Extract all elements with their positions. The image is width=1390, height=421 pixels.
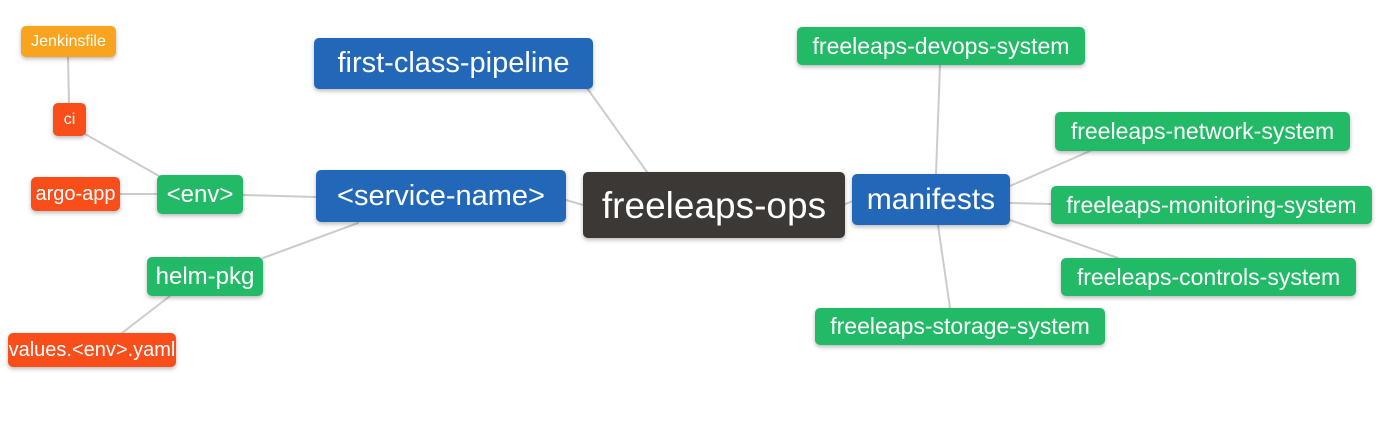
node-first-class-pipeline[interactable]: first-class-pipeline — [314, 38, 593, 89]
edge-manifests-devops — [935, 64, 941, 175]
edge-manifests-network — [1009, 150, 1091, 187]
edge-env-service-name — [242, 194, 317, 198]
node-network-system[interactable]: freeleaps-network-system — [1055, 112, 1350, 151]
node-monitoring-system[interactable]: freeleaps-monitoring-system — [1051, 186, 1372, 224]
edge-manifests-monitoring — [1009, 202, 1052, 205]
node-freeleaps-ops[interactable]: freeleaps-ops — [583, 172, 845, 238]
node-service-name[interactable]: <service-name> — [316, 170, 566, 222]
node-ci[interactable]: ci — [53, 103, 86, 136]
node-jenkinsfile[interactable]: Jenkinsfile — [21, 26, 116, 57]
node-argo-app[interactable]: argo-app — [31, 177, 120, 211]
node-storage-system[interactable]: freeleaps-storage-system — [815, 308, 1105, 345]
node-helm-pkg[interactable]: helm-pkg — [147, 257, 263, 296]
edge-ci-env — [84, 133, 160, 177]
node-values-env-yaml[interactable]: values.<env>.yaml — [8, 333, 176, 367]
edge-pipeline-freeleaps-ops — [586, 87, 648, 173]
edge-manifests-controls — [1009, 219, 1119, 259]
edge-manifests-storage — [937, 224, 951, 309]
edge-jenkinsfile-ci — [67, 56, 70, 104]
node-devops-system[interactable]: freeleaps-devops-system — [797, 27, 1085, 65]
node-manifests[interactable]: manifests — [852, 174, 1010, 225]
node-controls-system[interactable]: freeleaps-controls-system — [1061, 258, 1356, 296]
edge-helm-pkg-values — [121, 295, 171, 334]
node-env[interactable]: <env> — [157, 175, 243, 214]
edge-helm-pkg-service-name — [262, 222, 359, 259]
edge-service-freeleaps-ops — [565, 199, 584, 206]
